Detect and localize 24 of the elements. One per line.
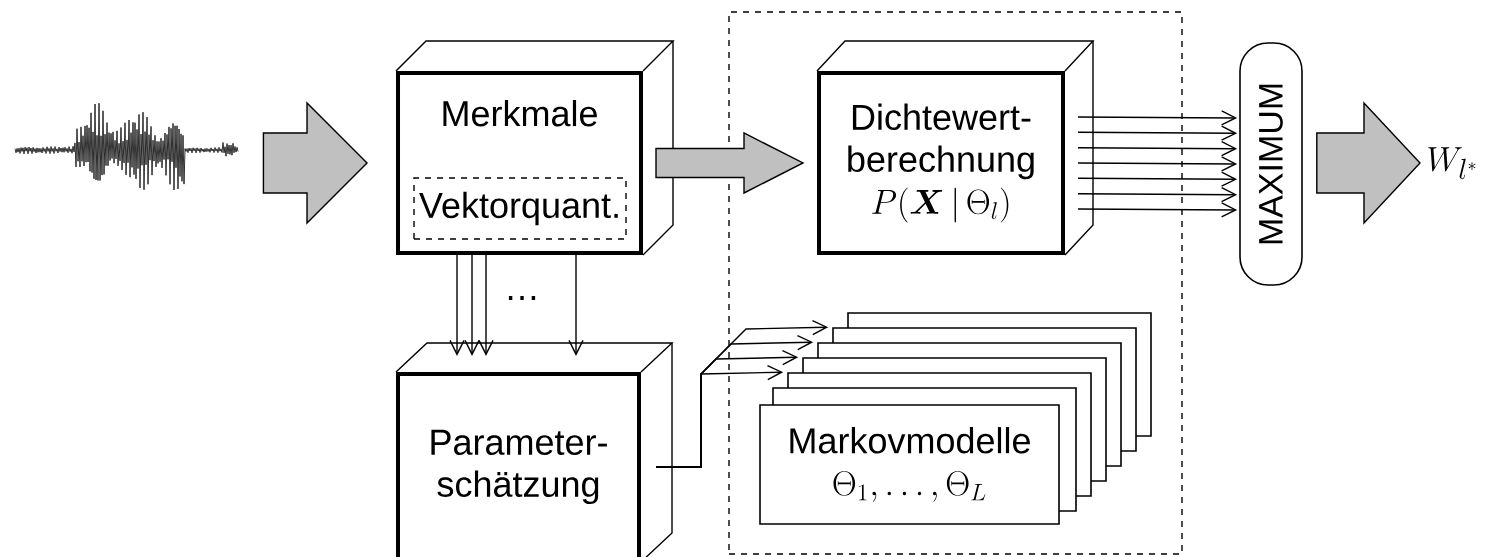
model-card: Markovmodelle $\Theta_1, \ldots, \Theta_L$	[759, 404, 1060, 525]
block-arrow	[655, 131, 805, 195]
block-arrow	[1316, 101, 1421, 225]
arrow	[1077, 156, 1238, 172]
arrow	[1077, 140, 1238, 157]
arrow	[1077, 125, 1238, 141]
arrow	[1077, 186, 1238, 203]
block-arrow	[262, 101, 368, 225]
output-symbol: $W_{l^{*}}$	[1428, 147, 1476, 180]
ellipsis-dots: …	[508, 296, 536, 300]
arrow	[1077, 110, 1238, 126]
quantizer-box: Vektorquant.	[413, 177, 627, 240]
arrow	[478, 254, 494, 356]
arrow	[655, 319, 829, 468]
dashed-frame	[728, 11, 1183, 555]
arrow	[449, 254, 465, 356]
arrow	[464, 254, 480, 356]
arrow	[1077, 202, 1238, 218]
density-block: Dichtewert- berechnung $P(\boldsymbol{X}\,|\,\Theta_l)$	[816, 40, 1095, 256]
waveform-drawing	[14, 102, 239, 191]
estimation-block: Parameter- schätzung	[395, 342, 674, 557]
arrow	[1077, 171, 1238, 187]
maximum-box: MAXIMUM	[1239, 42, 1303, 286]
arrow	[568, 254, 584, 356]
